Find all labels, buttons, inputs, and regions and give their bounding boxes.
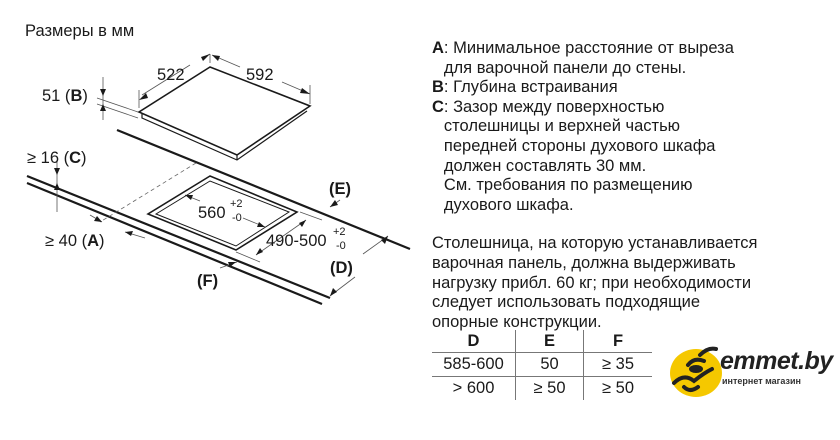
- page-title: Размеры в мм: [25, 22, 135, 40]
- cooktop-side: [141, 110, 308, 161]
- label-d: (D): [330, 259, 353, 277]
- label-f: (F): [197, 272, 218, 290]
- svg-text:+2: +2: [230, 198, 243, 210]
- cutout-depth-label: 490-500: [266, 232, 327, 250]
- countertop-front-edge: [26, 174, 331, 300]
- cutout-width-label: 560: [198, 204, 226, 222]
- cooktop-depth-label: 522: [157, 66, 185, 84]
- emmet-logo: emmet.by интернет магазин: [664, 343, 834, 399]
- ant-mascot-icon: [670, 346, 722, 397]
- cutout-outline: [146, 175, 299, 251]
- note-b: B: Глубина встраивания: [432, 78, 618, 97]
- table-row: > 600≥ 50≥ 50: [432, 376, 652, 400]
- installation-diagram: 522 592 51 (B) ≥ 16 (C) ≥ 40 (A) 560 +2 …: [26, 53, 411, 306]
- svg-text:-0: -0: [336, 240, 346, 252]
- cooktop-width-label: 592: [246, 66, 274, 84]
- countertop-back-edge: [116, 128, 411, 251]
- svg-text:+2: +2: [333, 226, 346, 238]
- svg-text:-0: -0: [232, 212, 242, 224]
- label-e: (E): [329, 180, 351, 198]
- gap-a-label: ≥ 40 (A): [45, 232, 105, 250]
- gap-c-label: ≥ 16 (C): [27, 149, 87, 167]
- height-b-label: 51 (B): [42, 87, 88, 105]
